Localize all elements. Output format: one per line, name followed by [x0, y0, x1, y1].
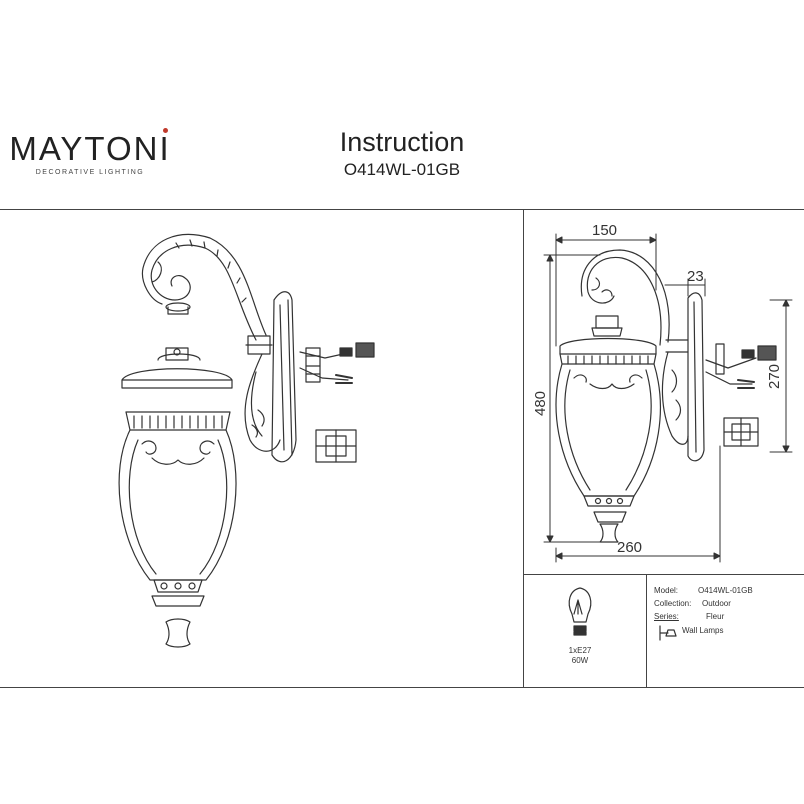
dimension-lamp-drawing — [543, 233, 793, 563]
collection-label: Collection: — [654, 599, 692, 608]
spec-panel — [523, 574, 804, 688]
model-label: Model: — [654, 586, 679, 595]
exploded-lamp-drawing — [118, 233, 375, 648]
brand-accent-letter: I — [159, 128, 171, 167]
brand-tagline: DECORATIVE LIGHTING — [35, 169, 145, 176]
wall-lamp-icon — [659, 625, 677, 641]
brand-logo: MAYTONI DECORATIVE LIGHTING — [0, 128, 180, 178]
dim-depth-total: 260 — [617, 539, 643, 556]
brand-accent-dot — [163, 128, 169, 133]
bulb-label: 1xE27 60W — [568, 646, 592, 665]
collection-value: Outdoor — [702, 599, 731, 608]
lightbulb-icon — [568, 587, 592, 636]
brand-name: MAYTONI — [9, 128, 171, 167]
dim-wall-offset: 23 — [687, 268, 704, 285]
dim-height-total: 480 — [532, 390, 550, 417]
page-title: Instruction — [339, 127, 465, 157]
model-value: O414WL-01GB — [698, 586, 753, 595]
series-value: Fleur — [706, 612, 725, 621]
spec-divider — [646, 574, 647, 688]
model-code: O414WL-01GB — [343, 160, 461, 179]
dim-height-mount: 270 — [766, 363, 784, 390]
dim-width-top: 150 — [592, 222, 618, 239]
type-value: Wall Lamps — [682, 626, 724, 635]
series-label: Series: — [654, 612, 679, 621]
